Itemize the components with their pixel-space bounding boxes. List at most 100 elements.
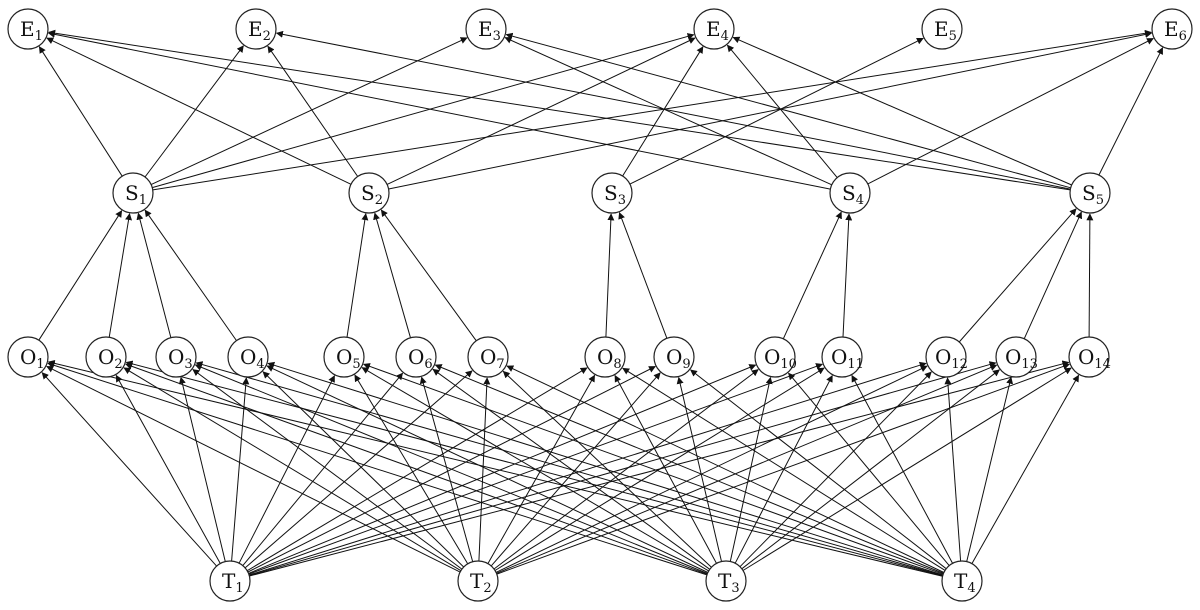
node-subscript: 5 [352, 357, 360, 372]
edge-s2-to-e2 [267, 45, 359, 177]
edge-o3-to-s1 [136, 212, 172, 338]
node-circle [7, 8, 49, 50]
edge-s4-to-e4 [726, 44, 838, 178]
node-e3: E3 [465, 8, 507, 50]
node-label: S2 [361, 181, 383, 208]
edge-s5-to-e1 [48, 29, 1071, 191]
edge-o2-to-s1 [108, 213, 133, 338]
node-subscript: 6 [424, 357, 432, 372]
node-o14: O14 [1068, 336, 1111, 378]
node-subscript: 4 [856, 193, 864, 208]
node-label: O11 [831, 345, 864, 372]
node-circle [323, 336, 365, 378]
node-s2: S2 [348, 172, 390, 214]
node-letter: O [831, 345, 847, 369]
node-circle [591, 172, 633, 214]
node-label: O5 [336, 345, 361, 372]
edge-s1-to-e3 [150, 37, 468, 186]
node-subscript: 3 [184, 357, 192, 372]
edge-t4-to-o3 [195, 361, 943, 576]
node-circle [467, 336, 509, 378]
edge-t3-to-o4 [266, 365, 709, 573]
edge-o8-to-s3 [605, 213, 615, 338]
node-e1: E1 [7, 8, 49, 50]
node-subscript: 12 [951, 357, 968, 372]
node-letter: S [604, 181, 618, 205]
node-label: S3 [604, 181, 626, 208]
node-letter: O [1005, 345, 1021, 369]
edge-o13-to-s5 [1023, 211, 1082, 340]
node-letter: E [934, 17, 949, 41]
node-label: O7 [480, 345, 505, 372]
edge-s1-to-e1 [38, 46, 123, 177]
node-subscript: 1 [35, 29, 43, 44]
edge-s1-to-e6 [152, 29, 1152, 191]
edge-t2-to-o11 [494, 367, 825, 571]
node-s1: S1 [112, 172, 154, 214]
node-letter: O [1078, 345, 1094, 369]
edge-t2-to-o3 [192, 369, 463, 570]
node-letter: O [764, 345, 780, 369]
edge-t1-to-o2 [115, 374, 221, 564]
node-o2: O2 [85, 336, 127, 378]
edge-s1-to-e4 [152, 33, 695, 189]
node-o12: O12 [925, 336, 968, 378]
node-circle [85, 336, 127, 378]
node-o13: O13 [995, 336, 1038, 378]
node-letter: O [408, 345, 424, 369]
node-letter: T [718, 569, 732, 593]
node-circle [941, 560, 983, 602]
node-label: E1 [20, 17, 43, 44]
edge-t1-to-o1 [41, 372, 217, 567]
node-label: E6 [1164, 17, 1187, 44]
edge-s5-to-e4 [732, 36, 1072, 186]
node-o7: O7 [467, 336, 509, 378]
node-letter: E [20, 17, 35, 41]
node-circle [584, 336, 626, 378]
edge-t3-to-o8 [614, 374, 717, 564]
edge-t2-to-o8 [487, 374, 596, 564]
node-label: O12 [935, 345, 968, 372]
edge-t4-to-o11 [851, 374, 954, 564]
node-circle [112, 172, 154, 214]
edge-t4-to-o13 [966, 376, 1014, 562]
edge-o9-to-s3 [618, 211, 668, 339]
node-letter: O [666, 345, 682, 369]
node-s5: S5 [1069, 172, 1111, 214]
edge-t4-to-o2 [125, 360, 943, 577]
node-subscript: 7 [496, 357, 504, 372]
edge-o7-to-s2 [380, 209, 477, 342]
edge-t3-to-o14 [742, 367, 1072, 571]
edge-t2-to-o12 [495, 365, 928, 573]
node-t4: T4 [941, 560, 983, 602]
node-subscript: 3 [493, 29, 501, 44]
node-subscript: 1 [36, 357, 44, 372]
node-letter: O [20, 345, 36, 369]
edge-t2-to-o2 [123, 367, 462, 572]
edge-t3-to-o1 [47, 361, 708, 576]
node-label: O9 [666, 345, 691, 372]
node-label: O14 [1078, 345, 1111, 372]
node-subscript: 3 [618, 193, 626, 208]
node-letter: O [597, 345, 613, 369]
edge-t3-to-o10 [729, 376, 773, 562]
node-subscript: 2 [483, 581, 491, 596]
edge-t4-to-o10 [788, 372, 950, 566]
node-letter: O [935, 345, 951, 369]
node-o6: O6 [395, 336, 437, 378]
node-s3: S3 [591, 172, 633, 214]
node-subscript: 2 [114, 357, 122, 372]
edge-s4-to-e3 [504, 36, 833, 186]
node-label: O8 [597, 345, 622, 372]
node-s4: S4 [829, 172, 871, 214]
node-label: O3 [168, 345, 193, 372]
node-o4: O4 [227, 336, 269, 378]
node-circle [395, 336, 437, 378]
node-subscript: 5 [1096, 193, 1104, 208]
node-e2: E2 [235, 8, 277, 50]
node-o5: O5 [323, 336, 365, 378]
node-t1: T1 [209, 560, 251, 602]
node-letter: S [842, 181, 856, 205]
node-circle [829, 172, 871, 214]
